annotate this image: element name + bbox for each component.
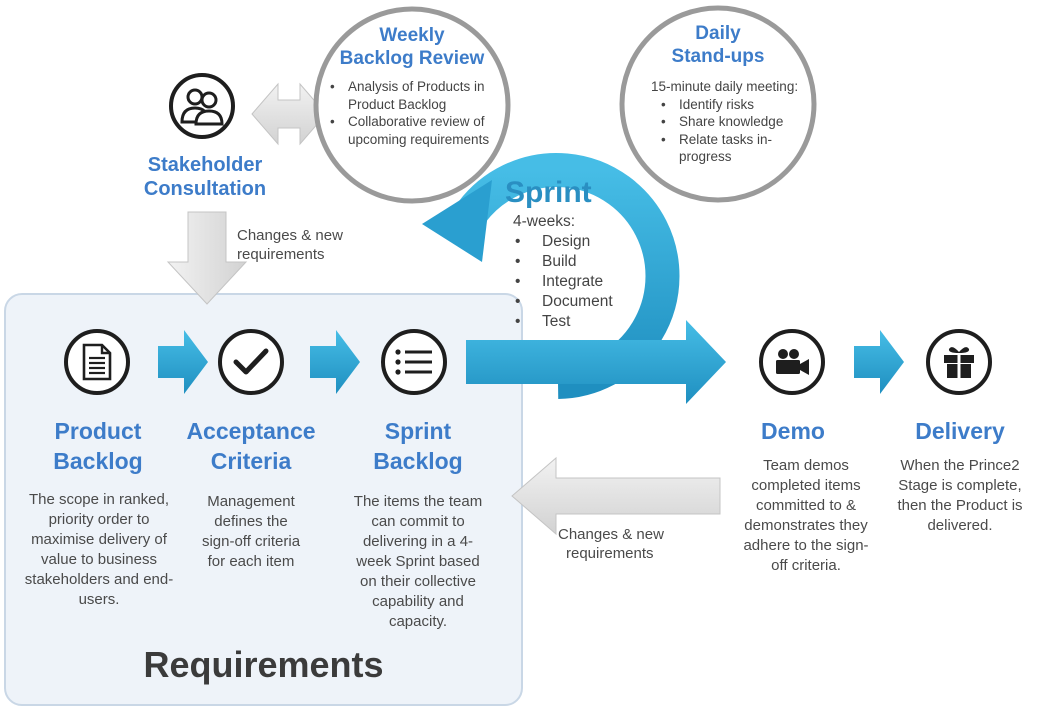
gift-icon bbox=[926, 329, 992, 395]
feedback-changes-note: Changes & new requirements bbox=[558, 525, 698, 563]
checkmark-icon bbox=[218, 329, 284, 395]
sprint-backlog-desc: The items the team can commit to deliver… bbox=[353, 493, 483, 630]
daily-standups-title-line1: Daily bbox=[695, 23, 741, 44]
demo-desc: Team demos completed items committed to … bbox=[743, 457, 869, 574]
daily-standups-title-line2: Stand-ups bbox=[671, 46, 765, 67]
delivery-title: Delivery bbox=[915, 418, 1005, 444]
requirements-label: Requirements bbox=[143, 644, 384, 685]
sprint-backlog-title-line2: Backlog bbox=[373, 448, 463, 474]
weekly-review-item: Analysis of Products in Product Backlog bbox=[320, 78, 498, 113]
weekly-review-item: Collaborative review of upcoming require… bbox=[320, 113, 498, 148]
sprint-title: Sprint bbox=[505, 176, 592, 209]
sprint-item: Design bbox=[513, 232, 633, 252]
weekly-review-title-line1: Weekly bbox=[379, 25, 445, 46]
people-icon bbox=[169, 73, 235, 139]
acceptance-criteria-title-line1: Acceptance bbox=[186, 418, 316, 444]
sprint-backlog-title: Sprint Backlog bbox=[340, 416, 496, 476]
product-backlog-title-line1: Product bbox=[54, 418, 142, 444]
acceptance-criteria-title: Acceptance Criteria bbox=[170, 416, 332, 476]
daily-standups-intro: 15-minute daily meeting: bbox=[651, 79, 799, 94]
sprint-backlog-title-line1: Sprint bbox=[384, 418, 452, 444]
stakeholder-title-line1: Stakeholder bbox=[147, 154, 263, 176]
daily-standups-item: Identify risks bbox=[651, 96, 799, 114]
stakeholder-title: Stakeholder Consultation bbox=[120, 153, 290, 201]
product-backlog-desc: The scope in ranked, priority order to m… bbox=[24, 491, 174, 608]
sprint-body: 4-weeks: Design Build Integrate Document… bbox=[513, 212, 633, 332]
weekly-review-title-line2: Backlog Review bbox=[339, 48, 485, 69]
sprint-item: Integrate bbox=[513, 272, 633, 292]
acceptance-criteria-title-line2: Criteria bbox=[210, 448, 292, 474]
stakeholder-changes-note-line2: requirements bbox=[237, 246, 325, 263]
stakeholder-changes-note-line1: Changes & new bbox=[237, 227, 343, 244]
delivery-desc: When the Prince2 Stage is complete, then… bbox=[897, 457, 1023, 534]
daily-standups-item: Relate tasks in-progress bbox=[651, 131, 799, 166]
changes-down-arrow bbox=[166, 211, 248, 305]
demo-title: Demo bbox=[761, 418, 825, 444]
sprint-intro: 4-weeks: bbox=[513, 213, 576, 230]
product-backlog-title-line2: Backlog bbox=[53, 448, 143, 474]
arrow-backlog-to-criteria bbox=[158, 330, 208, 394]
sprint-cycle-arrowhead bbox=[422, 180, 492, 262]
main-flow-arrow bbox=[466, 320, 726, 404]
sprint-item: Build bbox=[513, 252, 633, 272]
weekly-review-title: Weekly Backlog Review bbox=[322, 24, 502, 70]
document-icon bbox=[64, 329, 130, 395]
arrow-demo-to-delivery bbox=[854, 330, 904, 394]
feedback-left-arrow bbox=[511, 456, 721, 536]
stakeholder-title-line2: Consultation bbox=[143, 178, 267, 200]
arrow-criteria-to-sprint bbox=[310, 330, 360, 394]
stakeholder-changes-note: Changes & new requirements bbox=[237, 226, 377, 264]
sprint-item: Document bbox=[513, 292, 633, 312]
daily-standups-title: Daily Stand-ups bbox=[628, 22, 808, 68]
feedback-changes-note-line1: Changes & new bbox=[558, 526, 664, 543]
weekly-review-list: Analysis of Products in Product Backlog … bbox=[320, 78, 498, 148]
list-icon bbox=[381, 329, 447, 395]
video-camera-icon bbox=[759, 329, 825, 395]
sprint-item: Test bbox=[513, 312, 633, 332]
feedback-changes-note-line2: requirements bbox=[566, 545, 654, 562]
product-backlog-title: Product Backlog bbox=[23, 416, 173, 476]
daily-standups-item: Share knowledge bbox=[651, 113, 799, 131]
daily-standups-body: 15-minute daily meeting: Identify risks … bbox=[651, 78, 799, 166]
acceptance-criteria-desc: Management defines the sign-off criteria… bbox=[201, 493, 301, 570]
